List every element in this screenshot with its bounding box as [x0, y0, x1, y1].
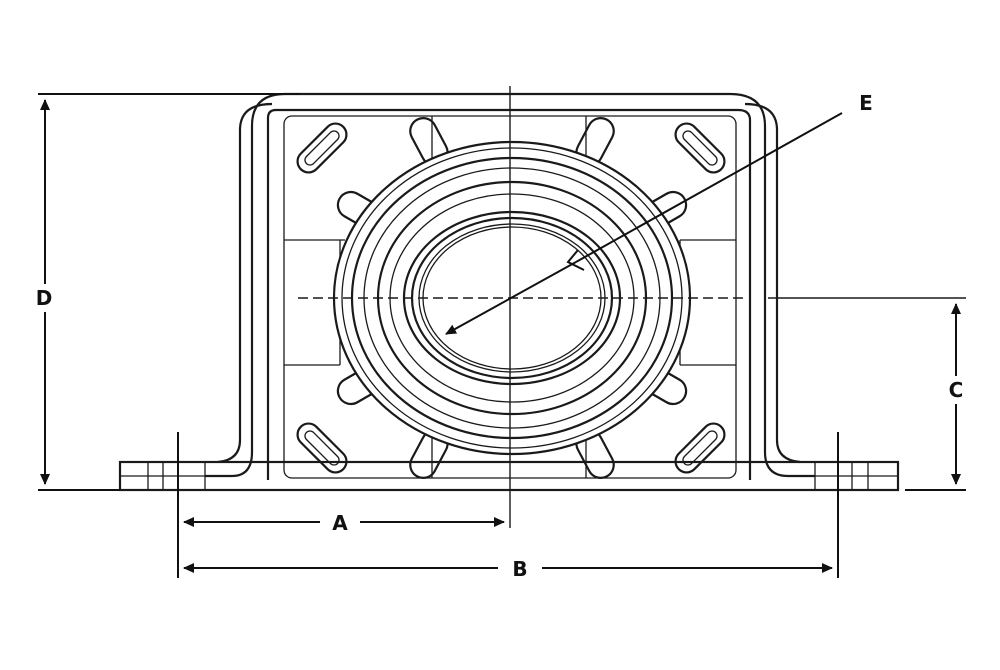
- housing-outline: [205, 92, 815, 478]
- label-c: C: [949, 378, 964, 402]
- corner-slots: [296, 122, 726, 474]
- center-lines: [298, 86, 966, 528]
- dimension-c: C: [905, 303, 966, 491]
- label-e: E: [859, 91, 873, 115]
- label-d: D: [36, 286, 53, 310]
- dimension-b: B: [183, 432, 839, 581]
- dimension-a: A: [177, 432, 505, 578]
- dimension-e: E: [445, 91, 873, 335]
- label-b: B: [512, 557, 527, 581]
- inner-housing: [266, 108, 752, 480]
- label-a: A: [332, 511, 348, 535]
- dimension-d: D: [36, 93, 300, 491]
